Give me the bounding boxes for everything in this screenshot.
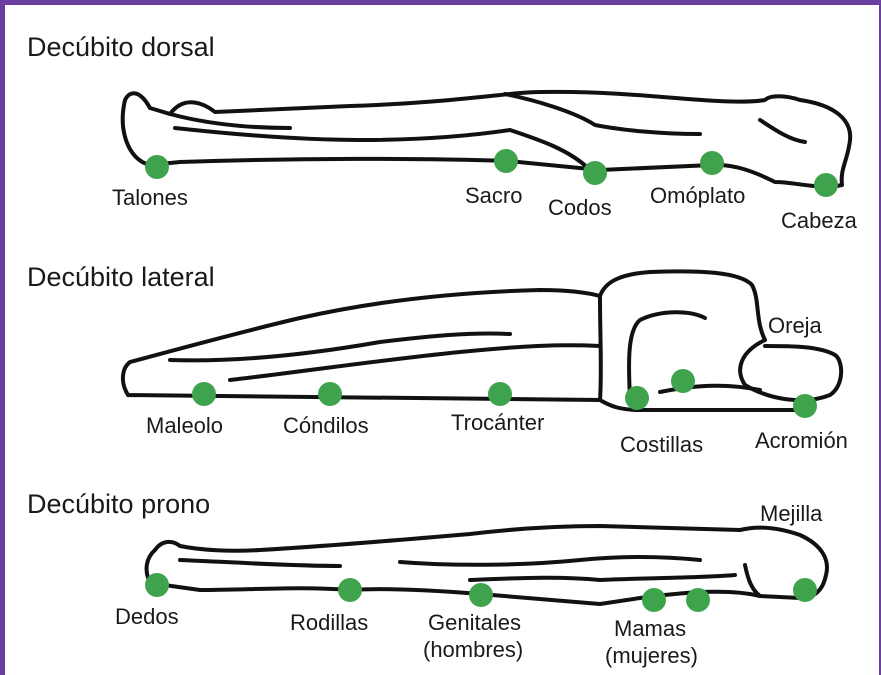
pressure-point-genitales	[469, 583, 493, 607]
label-genitales-note: (hombres)	[423, 637, 523, 662]
label-condilos: Cóndilos	[283, 413, 369, 438]
pressure-point-omoplato	[700, 151, 724, 175]
section-title-prono: Decúbito prono	[27, 489, 210, 519]
pressure-point-mejilla	[793, 578, 817, 602]
label-codos: Codos	[548, 195, 612, 220]
pressure-point-costillas-2	[671, 369, 695, 393]
pressure-point-costillas	[625, 386, 649, 410]
pressure-point-codos	[583, 161, 607, 185]
label-acromion: Acromión	[755, 428, 848, 453]
pressure-point-rodillas	[338, 578, 362, 602]
section-title-dorsal: Decúbito dorsal	[27, 32, 215, 62]
pressure-point-acromion	[793, 394, 817, 418]
pressure-point-maleolo	[192, 382, 216, 406]
label-mejilla: Mejilla	[760, 501, 823, 526]
label-omoplato: Omóplato	[650, 183, 745, 208]
label-cabeza: Cabeza	[781, 208, 858, 233]
section-title-lateral: Decúbito lateral	[27, 262, 215, 292]
pressure-point-mama-right	[686, 588, 710, 612]
label-mamas-note: (mujeres)	[605, 643, 698, 668]
body-outline-dorsal	[123, 92, 850, 187]
label-maleolo: Maleolo	[146, 413, 223, 438]
label-sacro: Sacro	[465, 183, 522, 208]
label-costillas: Costillas	[620, 432, 703, 457]
pressure-point-cabeza	[814, 173, 838, 197]
label-trocanter: Trocánter	[451, 410, 544, 435]
pressure-point-mama-left	[642, 588, 666, 612]
pressure-point-condilos	[318, 382, 342, 406]
label-talones: Talones	[112, 185, 188, 210]
pressure-point-trocanter	[488, 382, 512, 406]
section-prono: Decúbito prono Dedos Rodillas Genitales …	[27, 489, 827, 668]
label-genitales: Genitales	[428, 610, 521, 635]
pressure-point-sacro	[494, 149, 518, 173]
body-outline-lateral	[123, 271, 841, 410]
label-mamas: Mamas	[614, 616, 686, 641]
section-lateral: Decúbito lateral Maleolo Cóndilos Trocán…	[27, 262, 848, 457]
label-dedos: Dedos	[115, 604, 179, 629]
pressure-point-talones	[145, 155, 169, 179]
label-oreja: Oreja	[768, 313, 823, 338]
label-rodillas: Rodillas	[290, 610, 368, 635]
section-dorsal: Decúbito dorsal Talones Sacro Codos Omóp…	[27, 32, 858, 233]
pressure-point-dedos	[145, 573, 169, 597]
